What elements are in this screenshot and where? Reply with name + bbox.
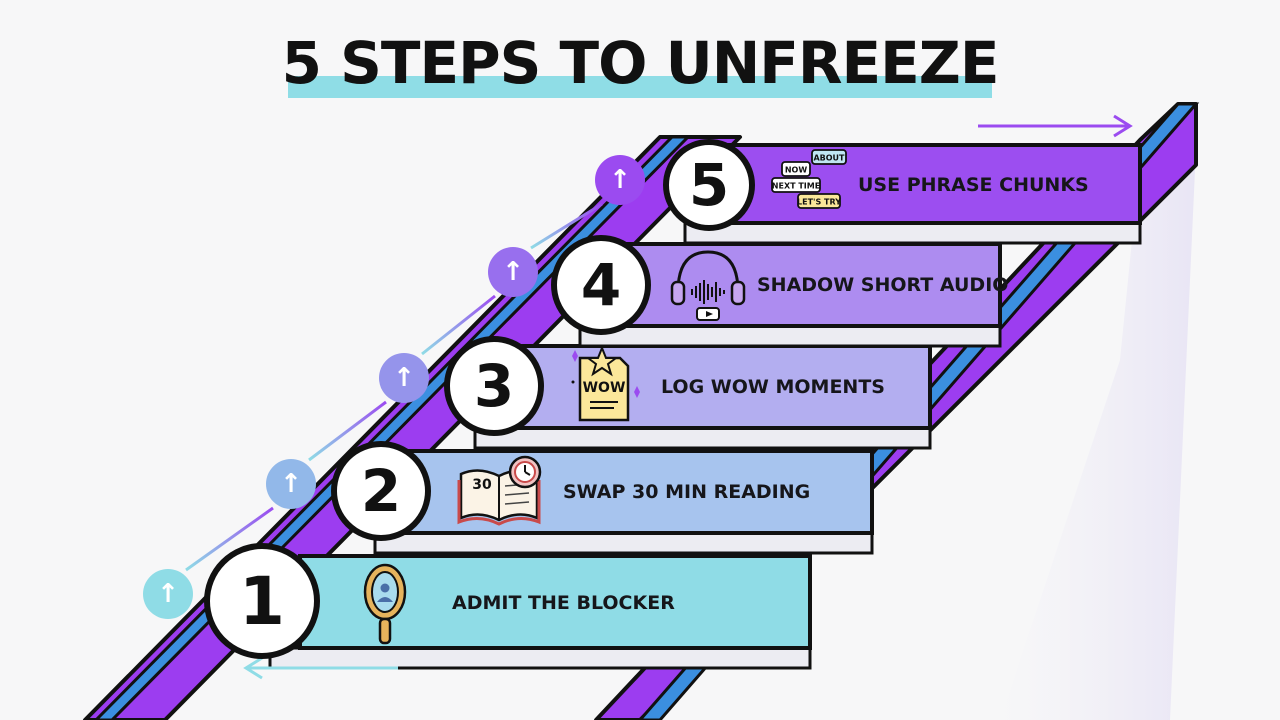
step-4-label: SHADOW SHORT AUDIO (757, 274, 1009, 296)
step-2-label: SWAP 30 MIN READING (563, 481, 811, 503)
speech-bubbles-icon: ABOUT NOW NEXT TIME LET'S TRY (771, 149, 847, 209)
step-riser (683, 221, 1142, 245)
wow-note-icon: WOW (571, 345, 640, 422)
step-1-label: ADMIT THE BLOCKER (452, 592, 675, 614)
svg-text:NOW: NOW (785, 166, 807, 175)
step-1-number-badge: 1 (204, 543, 320, 659)
step-riser (373, 531, 874, 555)
progress-arrow-segment (530, 202, 603, 250)
hand-mirror-icon (363, 563, 407, 645)
title-highlight (288, 76, 992, 98)
page-title: 5 STEPS TO UNFREEZE (281, 29, 1000, 97)
progress-arrow-segment (308, 400, 387, 462)
svg-text:30: 30 (472, 477, 492, 493)
step-3-number-badge: 3 (444, 336, 544, 436)
top-arrow-head (1113, 114, 1133, 138)
open-book-clock-icon: 30 (457, 455, 542, 526)
step-riser (268, 646, 812, 670)
headphones-audio-icon (670, 250, 746, 321)
svg-text:NEXT TIME: NEXT TIME (772, 182, 820, 191)
progress-arrow-segment (185, 506, 274, 572)
step-4-up-arrow-icon: ↑ (488, 247, 538, 297)
bottom-arrow-head (243, 656, 263, 680)
step-1-up-arrow-icon: ↑ (143, 569, 193, 619)
step-2-number-badge: 2 (331, 441, 431, 541)
step-5-label: USE PHRASE CHUNKS (858, 174, 1089, 196)
step-5-number-badge: 5 (663, 139, 755, 231)
step-riser (473, 426, 932, 450)
stair-shadow (1000, 160, 1195, 720)
step-3-label: LOG WOW MOMENTS (661, 376, 885, 398)
svg-text:LET'S TRY: LET'S TRY (797, 198, 841, 207)
step-riser (578, 324, 1002, 348)
step-4-number-badge: 4 (551, 235, 651, 335)
step-5-up-arrow-icon: ↑ (595, 155, 645, 205)
title-block: 5 STEPS TO UNFREEZE (0, 28, 1280, 98)
svg-text:WOW: WOW (583, 380, 626, 396)
step-3-up-arrow-icon: ↑ (379, 353, 429, 403)
step-2-up-arrow-icon: ↑ (266, 459, 316, 509)
svg-text:ABOUT: ABOUT (813, 154, 845, 163)
progress-arrow-segment (421, 294, 496, 356)
